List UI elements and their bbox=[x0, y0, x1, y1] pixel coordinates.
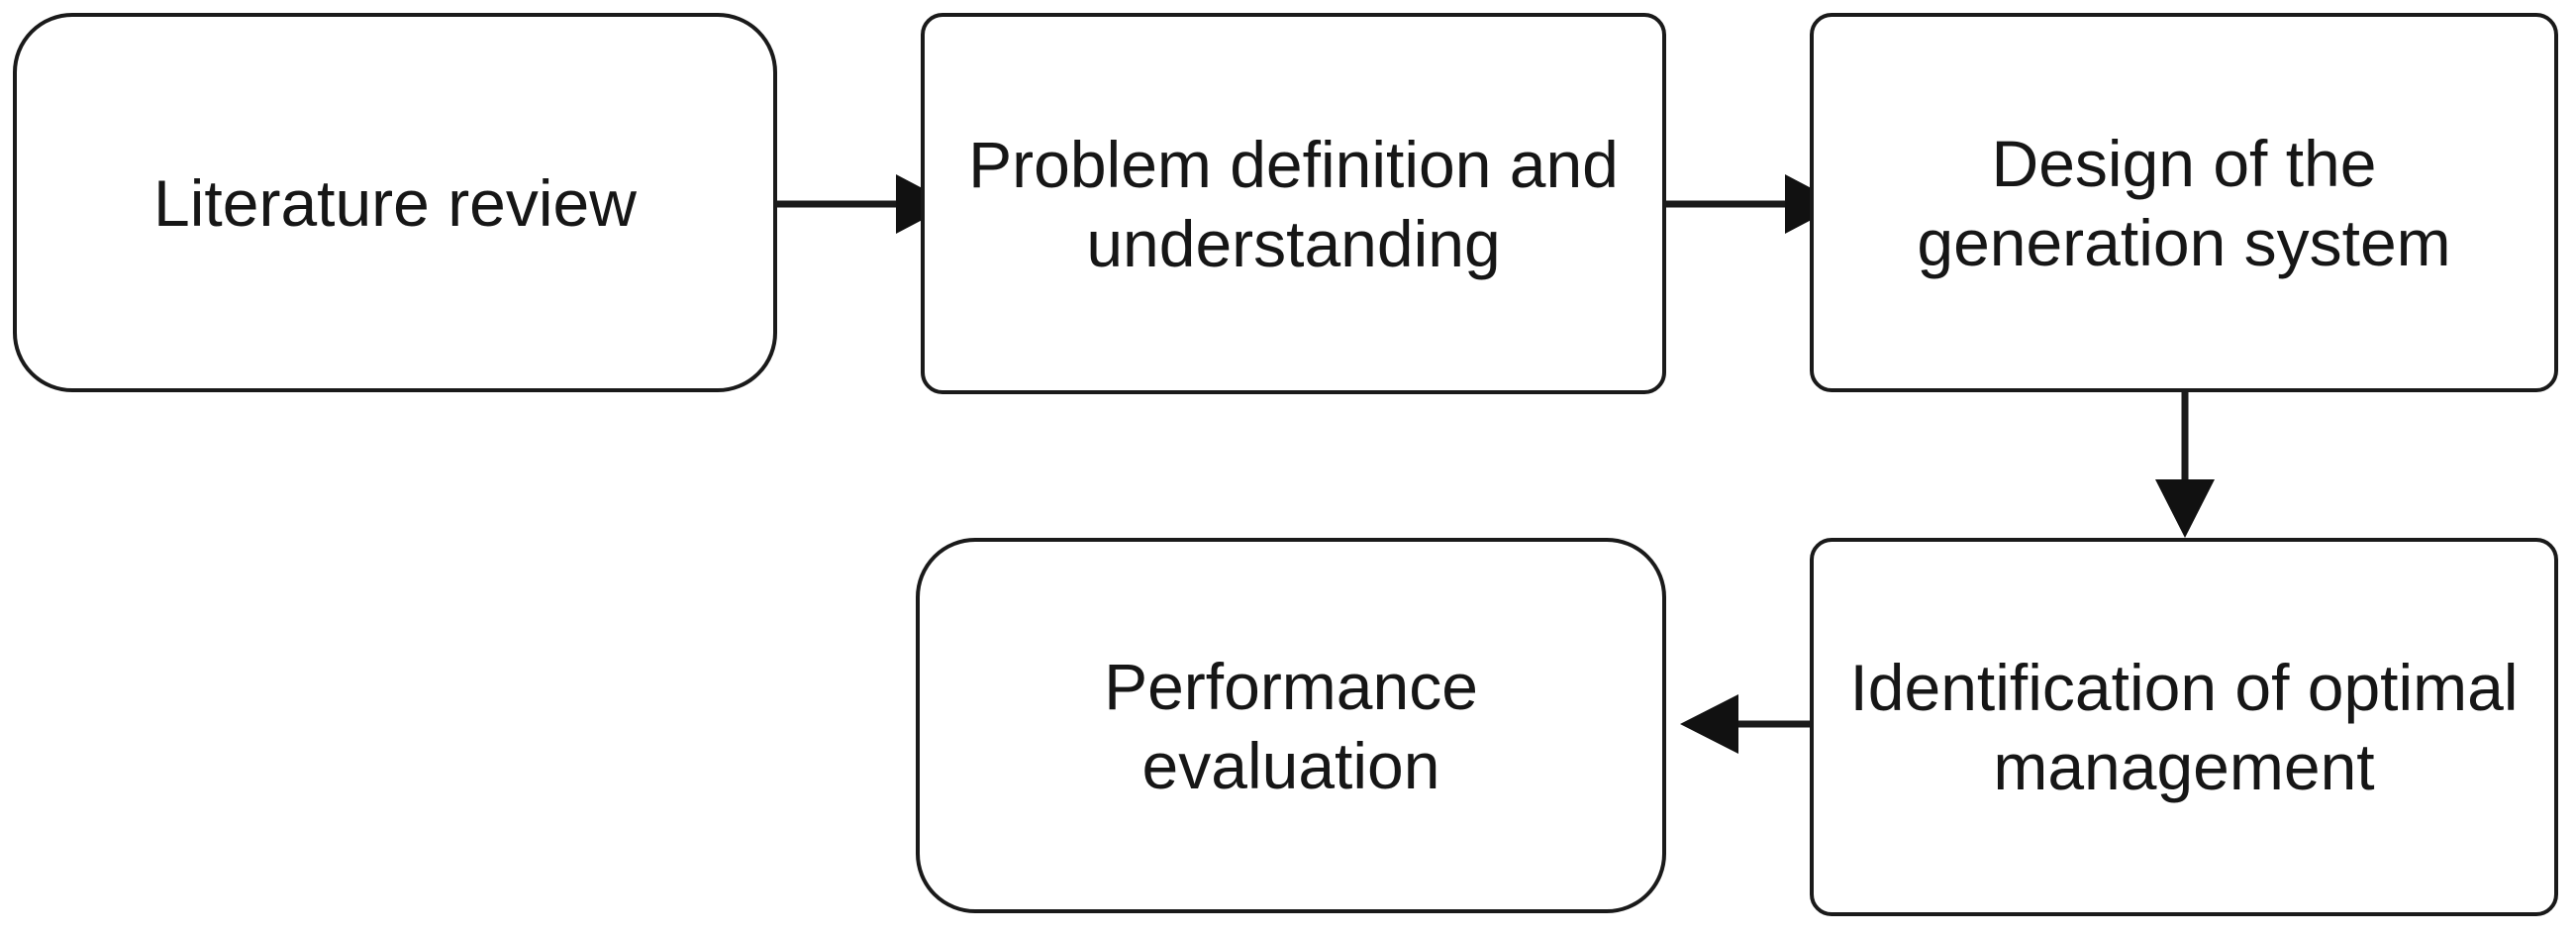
node-problem-definition-label: Problem definition and understanding bbox=[968, 127, 1619, 280]
node-identification[interactable]: Identification of optimal management bbox=[1810, 538, 2558, 916]
edge-identification-to-performance bbox=[1680, 694, 1810, 754]
node-design-generation[interactable]: Design of the generation system bbox=[1810, 13, 2558, 392]
node-problem-definition[interactable]: Problem definition and understanding bbox=[921, 13, 1666, 394]
edge-design-to-identification bbox=[2155, 392, 2215, 538]
node-literature-review[interactable]: Literature review bbox=[13, 13, 777, 392]
node-design-generation-label: Design of the generation system bbox=[1917, 126, 2451, 279]
node-performance-evaluation[interactable]: Performance evaluation bbox=[916, 538, 1666, 913]
node-performance-evaluation-label: Performance evaluation bbox=[1104, 649, 1478, 802]
node-identification-label: Identification of optimal management bbox=[1849, 651, 2519, 803]
node-literature-review-label: Literature review bbox=[153, 165, 637, 240]
